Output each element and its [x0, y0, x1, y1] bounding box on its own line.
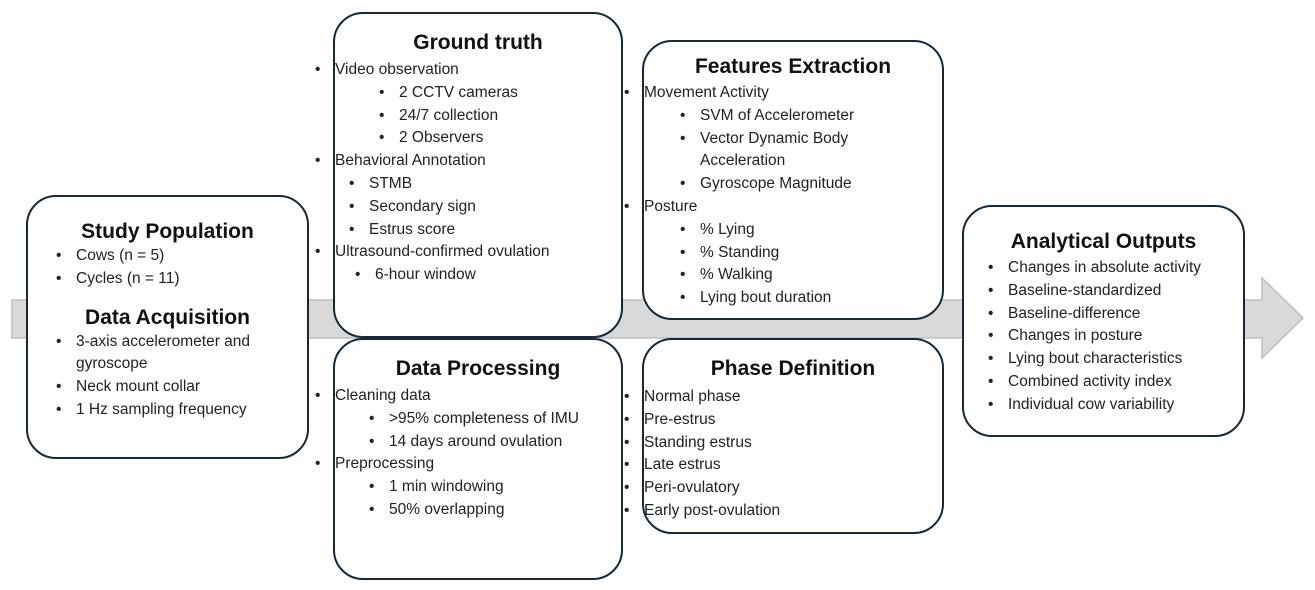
- list-item: Combined activity index: [988, 371, 1243, 394]
- cleaning-data-label: Cleaning data: [335, 387, 431, 404]
- list-item: Individual cow variability: [988, 394, 1243, 417]
- list-item: >95% completeness of IMU: [369, 408, 597, 431]
- data-processing-box: Data Processing Cleaning data >95% compl…: [315, 338, 623, 580]
- study-population-list: Cows (n = 5) Cycles (n = 11): [28, 245, 307, 291]
- list-item: Cows (n = 5): [56, 245, 307, 268]
- ground-truth-box: Ground truth Video observation 2 CCTV ca…: [315, 12, 623, 338]
- list-item: Gyroscope Magnitude: [680, 173, 920, 196]
- list-item: Video observation 2 CCTV cameras 24/7 co…: [315, 59, 597, 150]
- list-item: 1 min windowing: [369, 476, 597, 499]
- list-item: Changes in posture: [988, 325, 1243, 348]
- video-observation-sublist: 2 CCTV cameras 24/7 collection 2 Observe…: [335, 82, 597, 150]
- ultrasound-label: Ultrasound-confirmed ovulation: [335, 243, 550, 261]
- list-item: Ultrasound-confirmed ovulation 6-hour wi…: [315, 241, 597, 287]
- list-item: Baseline-standardized: [988, 280, 1243, 303]
- list-item: 2 CCTV cameras: [379, 82, 597, 105]
- list-item: Cleaning data >95% completeness of IMU 1…: [315, 385, 597, 454]
- features-extraction-list: Movement Activity SVM of Accelerometer V…: [624, 80, 942, 310]
- list-item: STMB: [349, 173, 597, 196]
- data-acquisition-title: Data Acquisition: [85, 305, 250, 329]
- list-item: Posture % Lying % Standing % Walking Lyi…: [624, 196, 920, 310]
- movement-activity-label: Movement Activity: [644, 84, 769, 101]
- list-item: Estrus score: [349, 219, 597, 242]
- study-population-box: Study Population Cows (n = 5) Cycles (n …: [26, 195, 309, 459]
- list-item: Changes in absolute activity: [988, 257, 1243, 280]
- ground-truth-list: Video observation 2 CCTV cameras 24/7 co…: [315, 56, 621, 287]
- list-item: 1 Hz sampling frequency: [56, 399, 293, 422]
- features-extraction-box: Features Extraction Movement Activity SV…: [624, 40, 944, 320]
- list-item: 24/7 collection: [379, 105, 597, 128]
- list-item: Preprocessing 1 min windowing 50% overla…: [315, 453, 597, 522]
- list-item: 2 Observers: [379, 127, 597, 150]
- phase-definition-list: Normal phase Pre-estrus Standing estrus …: [624, 382, 942, 523]
- behavioral-annotation-label: Behavioral Annotation: [335, 152, 486, 170]
- list-item: Normal phase: [624, 386, 942, 409]
- list-item: 50% overlapping: [369, 499, 597, 522]
- list-item: Early post-ovulation: [624, 500, 942, 523]
- list-item: Baseline-difference: [988, 303, 1243, 326]
- ground-truth-title: Ground truth: [413, 31, 543, 54]
- analytical-outputs-box: Analytical Outputs Changes in absolute a…: [962, 205, 1245, 437]
- video-observation-label: Video observation: [335, 61, 459, 78]
- behavioral-annotation-sublist: STMB Secondary sign Estrus score: [335, 173, 597, 241]
- features-extraction-title: Features Extraction: [694, 55, 892, 78]
- analytical-outputs-list: Changes in absolute activity Baseline-st…: [964, 255, 1243, 417]
- phase-definition-box: Phase Definition Normal phase Pre-estrus…: [624, 338, 944, 534]
- list-item: Pre-estrus: [624, 409, 942, 432]
- phase-definition-title: Phase Definition: [710, 357, 876, 380]
- list-item: 14 days around ovulation: [369, 431, 597, 454]
- list-item: Movement Activity SVM of Accelerometer V…: [624, 82, 920, 196]
- posture-label: Posture: [644, 197, 698, 215]
- study-population-title: Study Population: [81, 220, 254, 243]
- list-item: SVM of Accelerometer: [680, 105, 920, 128]
- preprocessing-label: Preprocessing: [335, 455, 435, 473]
- movement-activity-sublist: SVM of Accelerometer Vector Dynamic Body…: [644, 105, 920, 196]
- cleaning-data-sublist: >95% completeness of IMU 14 days around …: [335, 408, 597, 454]
- list-item: 6-hour window: [355, 264, 597, 287]
- ultrasound-sublist: 6-hour window: [335, 264, 597, 287]
- list-item: Late estrus: [624, 454, 942, 477]
- list-item: Peri-ovulatory: [624, 477, 942, 500]
- list-item: % Walking: [680, 264, 920, 287]
- list-item: % Standing: [680, 242, 920, 265]
- posture-sublist: % Lying % Standing % Walking Lying bout …: [644, 219, 920, 310]
- analytical-outputs-title: Analytical Outputs: [1010, 230, 1197, 253]
- list-item: Neck mount collar: [56, 376, 293, 399]
- list-item: Lying bout characteristics: [988, 348, 1243, 371]
- list-item: Secondary sign: [349, 196, 597, 219]
- data-processing-title: Data Processing: [395, 357, 561, 380]
- list-item: Cycles (n = 11): [56, 268, 307, 291]
- list-item: Standing estrus: [624, 432, 942, 455]
- list-item: % Lying: [680, 219, 920, 242]
- data-processing-list: Cleaning data >95% completeness of IMU 1…: [315, 382, 621, 522]
- list-item: Lying bout duration: [680, 287, 920, 310]
- preprocessing-sublist: 1 min windowing 50% overlapping: [335, 476, 597, 522]
- list-item: 3-axis accelerometer and gyroscope: [56, 331, 293, 377]
- data-acquisition-list: 3-axis accelerometer and gyroscope Neck …: [28, 331, 307, 422]
- list-item: Vector Dynamic Body Acceleration: [680, 128, 920, 174]
- list-item: Behavioral Annotation STMB Secondary sig…: [315, 150, 597, 241]
